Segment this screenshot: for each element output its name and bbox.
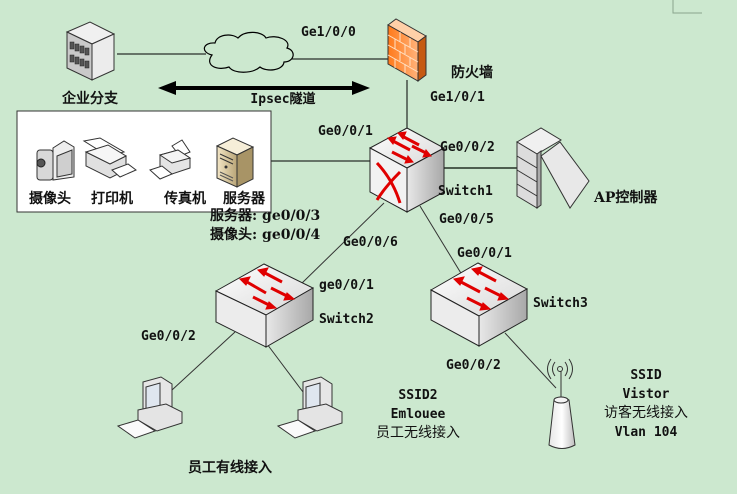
port-label-sw2-ge002: Ge0/0/2 <box>141 329 196 344</box>
switch2-icon[interactable] <box>214 263 315 348</box>
printer-icon[interactable] <box>82 137 137 179</box>
employee-ssid-desc: 员工无线接入 <box>376 424 460 441</box>
camera-icon[interactable] <box>36 140 75 181</box>
link-switch1-switch2 <box>299 202 385 286</box>
wired-access-label: 员工有线接入 <box>188 459 272 476</box>
ipsec-tunnel-label: Ipsec隧道 <box>250 91 315 107</box>
port-label-sw3-ge002: Ge0/0/2 <box>446 358 501 373</box>
corner-mark <box>672 0 702 14</box>
employee-wireless-info: SSID2 Emlouee 员工无线接入 <box>376 388 460 441</box>
link-switch2-pc2 <box>266 343 304 393</box>
internet-cloud-icon <box>203 31 294 73</box>
visitor-wireless-info: SSID Vistor 访客无线接入 Vlan 104 <box>604 368 688 440</box>
visitor-vlan: Vlan 104 <box>615 425 678 440</box>
port-label-sw3-ge001: Ge0/0/1 <box>457 246 512 261</box>
port-label-sw1-ge005: Ge0/0/5 <box>439 212 494 227</box>
switch3-label: Switch3 <box>533 296 588 311</box>
branch-building-icon[interactable] <box>65 21 116 81</box>
pc1-icon[interactable] <box>116 376 183 439</box>
switch1-icon[interactable] <box>368 127 446 213</box>
ap-controller-label: AP控制器 <box>593 189 658 206</box>
links <box>117 53 557 393</box>
firewall-label: 防火墙 <box>451 64 493 81</box>
port-label-sw1-ge006: Ge0/0/6 <box>343 235 398 250</box>
switch2-label: Switch2 <box>319 312 374 327</box>
port-label-sw1-ge001: Ge0/0/1 <box>318 124 373 139</box>
branch-label: 企业分支 <box>61 90 119 107</box>
switch1-label: Switch1 <box>438 184 493 199</box>
ap-controller-icon[interactable] <box>516 127 590 209</box>
employee-ssid-name: Emlouee <box>391 407 446 422</box>
link-switch3-ap <box>504 332 557 389</box>
server-icon[interactable] <box>215 137 255 188</box>
fax-icon[interactable] <box>149 139 192 180</box>
port-label-sw2-ge001: ge0/0/1 <box>319 278 374 293</box>
switch3-icon[interactable] <box>429 262 529 347</box>
port-label-fw-ge100: Ge1/0/0 <box>301 25 356 40</box>
link-switch2-pc1 <box>171 331 236 391</box>
pc2-icon[interactable] <box>276 376 343 439</box>
visitor-ssid-title: SSID <box>630 368 661 383</box>
firewall-icon[interactable] <box>387 18 427 82</box>
ipsec-tunnel-arrow <box>158 81 370 95</box>
visitor-ssid-name: Vistor <box>623 387 670 402</box>
visitor-ssid-desc: 访客无线接入 <box>604 404 688 421</box>
port-label-sw1-ge002: Ge0/0/2 <box>440 140 495 155</box>
camera-port-note: 摄像头: ge0/0/4 <box>210 226 320 243</box>
server-port-note: 服务器: ge0/0/3 <box>210 207 320 224</box>
fax-label: 传真机 <box>163 190 206 207</box>
printer-label: 打印机 <box>91 190 133 207</box>
port-label-fw-ge101: Ge1/0/1 <box>430 90 485 105</box>
camera-label: 摄像头 <box>29 190 71 207</box>
server-label: 服务器 <box>223 190 266 207</box>
wireless-ap-icon[interactable] <box>547 358 576 449</box>
employee-ssid-title: SSID2 <box>398 388 437 403</box>
